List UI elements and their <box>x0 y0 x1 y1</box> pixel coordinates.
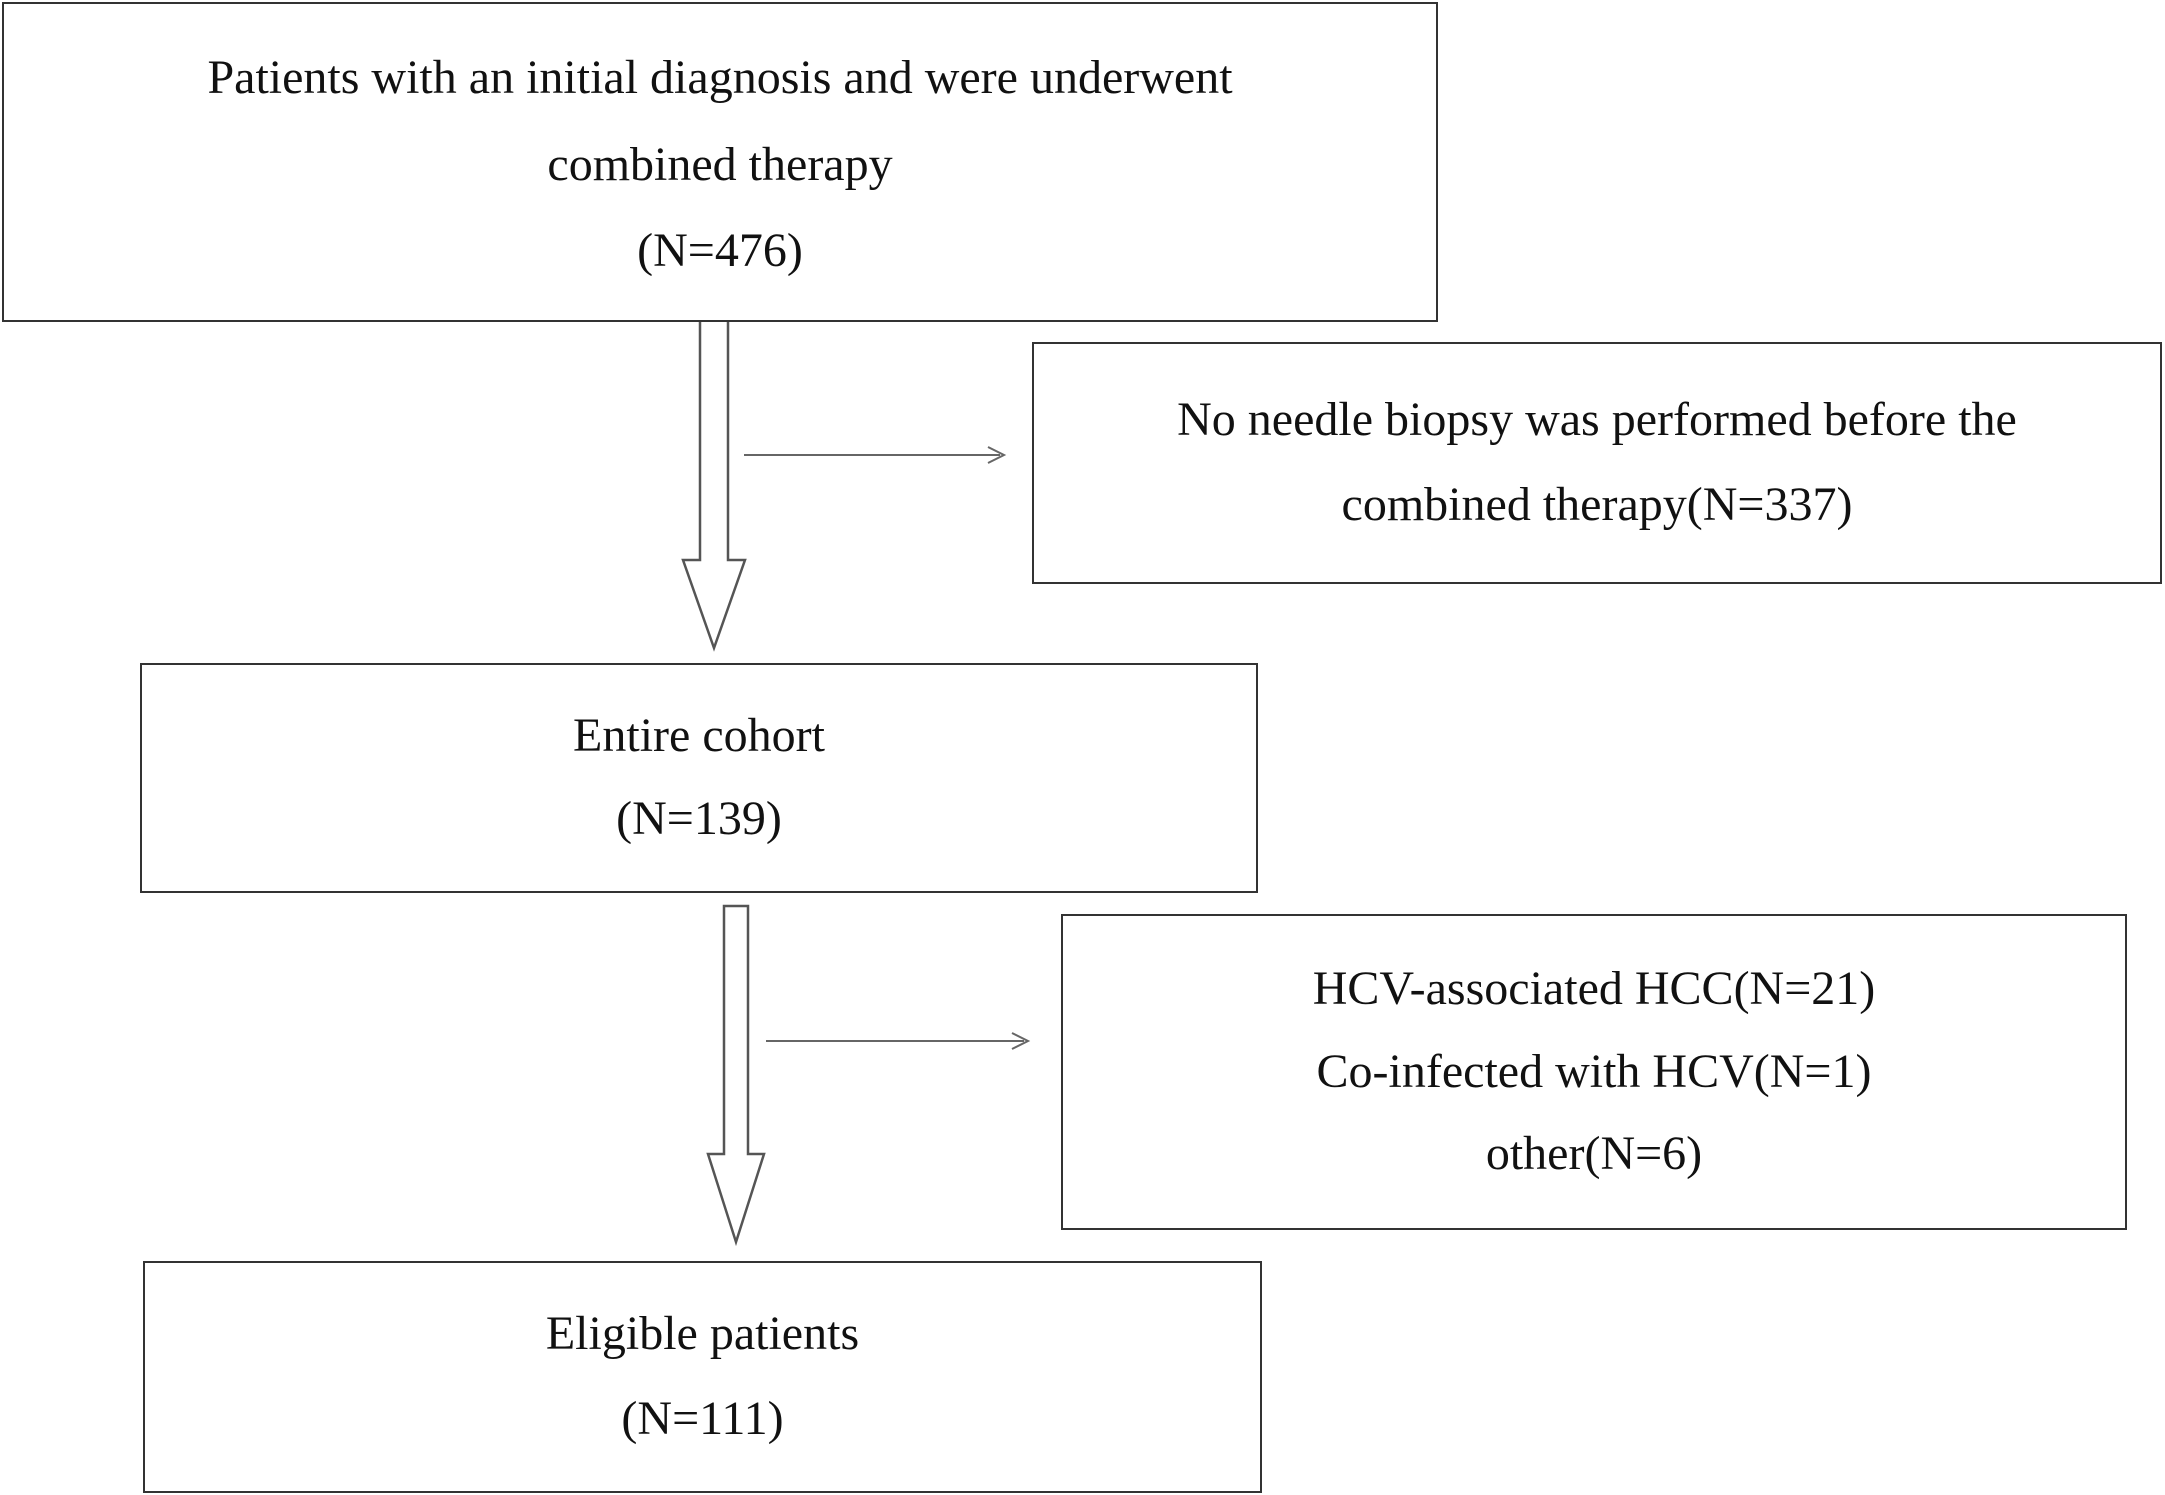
down-arrow-2 <box>706 904 766 1247</box>
box-eligible-patients: Eligible patients (N=111) <box>143 1261 1262 1493</box>
box-exclusion-no-biopsy-line-2: combined therapy(N=337) <box>1341 478 1853 532</box>
down-arrow-1 <box>681 308 747 652</box>
side-arrow-2-head <box>1011 1032 1031 1050</box>
side-arrow-1-head <box>987 446 1007 464</box>
box-exclusion-hcv-line-3: other(N=6) <box>1485 1126 1703 1180</box>
box-exclusion-hcv-line-2: Co-infected with HCV(N=1) <box>1316 1044 1872 1098</box>
box-exclusion-hcv: HCV-associated HCC(N=21) Co-infected wit… <box>1061 914 2127 1230</box>
box-initial-patients: Patients with an initial diagnosis and w… <box>2 2 1438 322</box>
box-initial-patients-count: (N=476) <box>637 224 803 278</box>
box-entire-cohort-label: Entire cohort <box>573 708 825 762</box>
box-entire-cohort-count: (N=139) <box>616 792 782 846</box>
box-exclusion-no-biopsy-line-1: No needle biopsy was performed before th… <box>1177 393 2017 447</box>
box-initial-patients-line-1: Patients with an initial diagnosis and w… <box>207 50 1233 104</box>
box-exclusion-hcv-line-1: HCV-associated HCC(N=21) <box>1312 962 1876 1016</box>
box-eligible-patients-label: Eligible patients <box>545 1307 860 1361</box>
box-initial-patients-line-2: combined therapy <box>547 137 893 191</box>
box-eligible-patients-count: (N=111) <box>621 1391 784 1445</box>
box-entire-cohort: Entire cohort (N=139) <box>140 663 1258 893</box>
box-exclusion-no-biopsy: No needle biopsy was performed before th… <box>1032 342 2162 584</box>
